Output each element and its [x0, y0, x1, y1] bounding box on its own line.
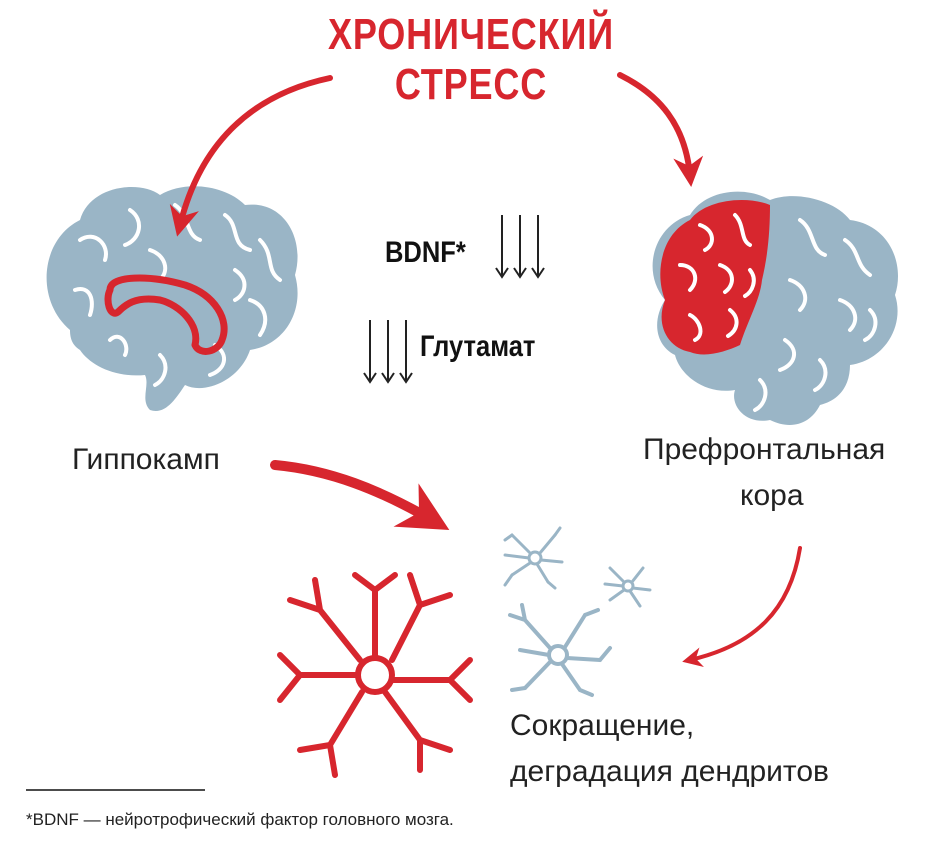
- brain-icon-left: [46, 186, 298, 411]
- title-line-1: ХРОНИЧЕСКИЙ: [327, 10, 615, 59]
- neuron-icon-small-2: [603, 566, 652, 608]
- prefrontal-label-line-1: Префронтальная: [643, 433, 886, 466]
- glutamate-label: Глутамат: [420, 330, 536, 363]
- prefrontal-label-line-2: кора: [740, 479, 804, 512]
- result-label-line-2: деградация дендритов: [510, 755, 829, 788]
- footnote: *BDNF — нейротрофический фактор головног…: [26, 810, 454, 829]
- neuron-icon-degraded: [508, 603, 612, 697]
- neuron-icon-healthy: [277, 572, 473, 778]
- neuron-icon-small-1: [503, 526, 564, 590]
- title-line-2: СТРЕСС: [394, 60, 548, 109]
- brain-icon-right: [652, 191, 898, 425]
- hippocampus-label: Гиппокамп: [72, 443, 220, 476]
- down-arrows-icon-glutamate: [363, 320, 413, 384]
- result-label-line-1: Сокращение,: [510, 709, 695, 742]
- bdnf-label: BDNF*: [385, 236, 466, 269]
- curved-arrow-icon: [169, 72, 802, 668]
- down-arrows-icon-bdnf: [495, 215, 545, 279]
